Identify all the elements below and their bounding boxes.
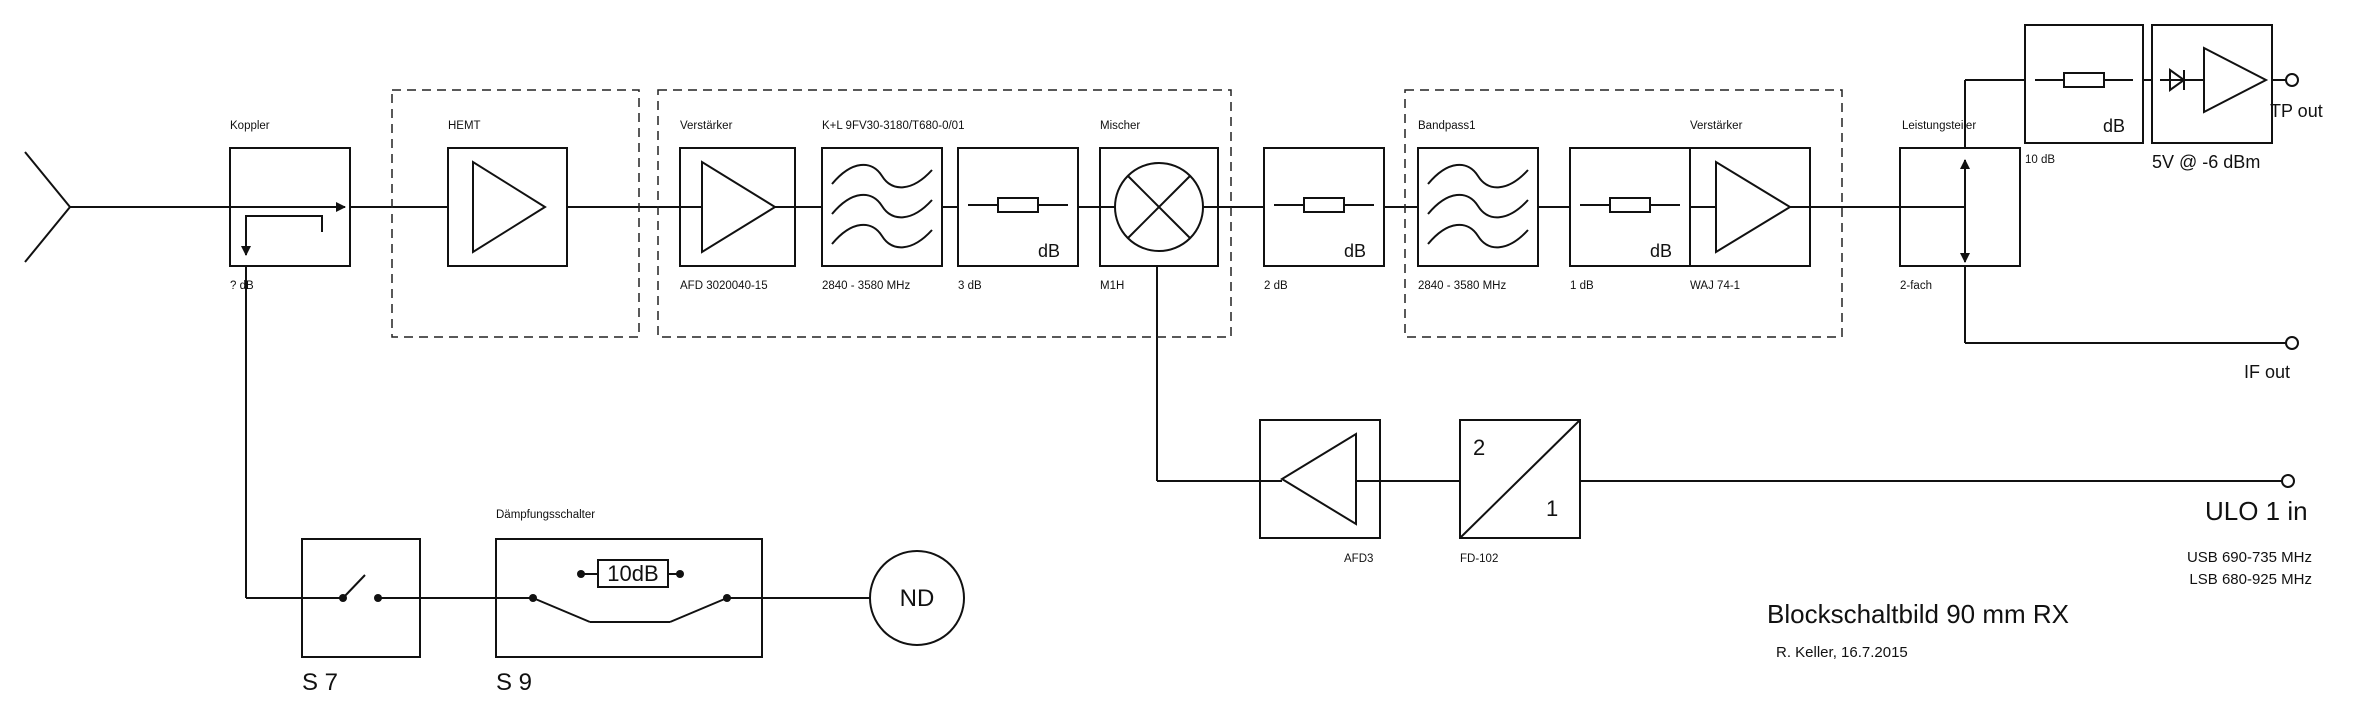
tp-out-label: TP out <box>2270 101 2323 121</box>
filter1-block: 2840 - 3580 MHz <box>821 147 943 292</box>
attenuator1-block: dB 3 dB <box>957 147 1079 292</box>
amplifier1-part: AFD 3020040-15 <box>680 280 768 292</box>
group-label: K+L 9FV30-3180/T680-0/01 <box>822 120 964 132</box>
amplifier2-part: WAJ 74-1 <box>1690 280 1740 292</box>
switch-s7-block: S 7 <box>301 538 421 696</box>
amplifier1-label: Verstärker <box>680 120 733 132</box>
amplifier-icon <box>701 160 777 254</box>
kl-group <box>657 89 1232 338</box>
hemt-group <box>391 89 640 338</box>
attenuator3-value: 1 dB <box>1570 280 1594 292</box>
lo-amplifier-part: AFD3 <box>1344 553 1373 565</box>
switch-s7-label: S 7 <box>302 669 338 696</box>
attenuator1-symbol: dB <box>1038 241 1060 261</box>
freq-divider-in: 2 <box>1473 435 1485 460</box>
amplifier-icon <box>472 160 547 254</box>
diagram-title: Blockschaltbild 90 mm RX <box>1767 599 2069 629</box>
hemt-label: HEMT <box>448 120 481 132</box>
detector-block: 5V @ -6 dBm <box>2151 24 2273 172</box>
lsb-range: LSB 680-925 MHz <box>2189 571 2312 588</box>
mixer-block: Mischer M1H <box>1099 120 1219 292</box>
ulo-in-label: ULO 1 in <box>2205 496 2308 526</box>
attenuator4-symbol: dB <box>2103 116 2125 136</box>
lo-amplifier-block: AFD3 <box>1259 419 1381 565</box>
bandpass-block: Bandpass1 2840 - 3580 MHz <box>1417 120 1539 292</box>
usb-range: USB 690-735 MHz <box>2187 549 2312 566</box>
attenuator3-symbol: dB <box>1650 241 1672 261</box>
filter-icon <box>831 163 933 249</box>
filter1-range: 2840 - 3580 MHz <box>822 280 910 292</box>
signal-lines <box>70 79 2286 599</box>
diagram-author: R. Keller, 16.7.2015 <box>1776 644 1908 661</box>
attenuator4-value: 10 dB <box>2025 154 2055 166</box>
attenuator3-block: dB 1 dB <box>1569 147 1691 292</box>
attenuator-switch-block: 10dB Dämpfungsschalter S 9 <box>495 509 763 696</box>
noise-diode-block: ND <box>869 550 965 646</box>
amplifier1-block: Verstärker AFD 3020040-15 <box>679 120 796 292</box>
freq-divider-out: 1 <box>1546 496 1558 521</box>
filter-icon <box>1427 163 1529 249</box>
splitter-block: Leistungsteiler 2-fach <box>1899 120 2021 292</box>
attenuator-switch-value: 10dB <box>607 561 658 586</box>
attenuator2-symbol: dB <box>1344 241 1366 261</box>
coupler-block: Koppler ? dB <box>229 120 351 292</box>
amplifier2-block: Verstärker WAJ 74-1 <box>1689 120 1811 292</box>
hemt-block: HEMT <box>447 120 568 267</box>
ulo-in-port: ULO 1 in USB 690-735 MHz LSB 680-925 MHz <box>2187 474 2312 588</box>
coupler-value: ? dB <box>230 280 254 292</box>
attenuator2-block: dB 2 dB <box>1263 147 1385 292</box>
bandpass-label: Bandpass1 <box>1418 120 1476 132</box>
bandpass-range: 2840 - 3580 MHz <box>1418 280 1506 292</box>
attenuator2-value: 2 dB <box>1264 280 1288 292</box>
if-out-label: IF out <box>2244 362 2290 382</box>
mixer-label: Mischer <box>1100 120 1140 132</box>
if-out-port: IF out <box>2244 336 2299 382</box>
coupler-label: Koppler <box>230 120 270 132</box>
attenuator-switch-label: Dämpfungsschalter <box>496 509 595 521</box>
attenuator1-value: 3 dB <box>958 280 982 292</box>
amplifier-icon <box>2203 46 2269 114</box>
tp-out-port: TP out <box>2270 73 2323 121</box>
amplifier2-label: Verstärker <box>1690 120 1743 132</box>
splitter-type: 2-fach <box>1900 280 1932 292</box>
splitter-label: Leistungsteiler <box>1902 120 1976 132</box>
antenna-icon <box>24 151 72 263</box>
amplifier-icon <box>1280 432 1357 526</box>
mixer-part: M1H <box>1100 280 1124 292</box>
attenuator4-block: dB 10 dB <box>2024 24 2144 166</box>
diode-icon <box>2160 68 2204 92</box>
freq-divider-part: FD-102 <box>1460 553 1498 565</box>
attenuator-switch-name: S 9 <box>496 669 532 696</box>
bandpass-group <box>1404 89 1843 338</box>
freq-divider-block: 2 1 FD-102 <box>1459 419 1581 565</box>
detector-spec: 5V @ -6 dBm <box>2152 152 2260 172</box>
noise-diode-label: ND <box>900 585 935 612</box>
